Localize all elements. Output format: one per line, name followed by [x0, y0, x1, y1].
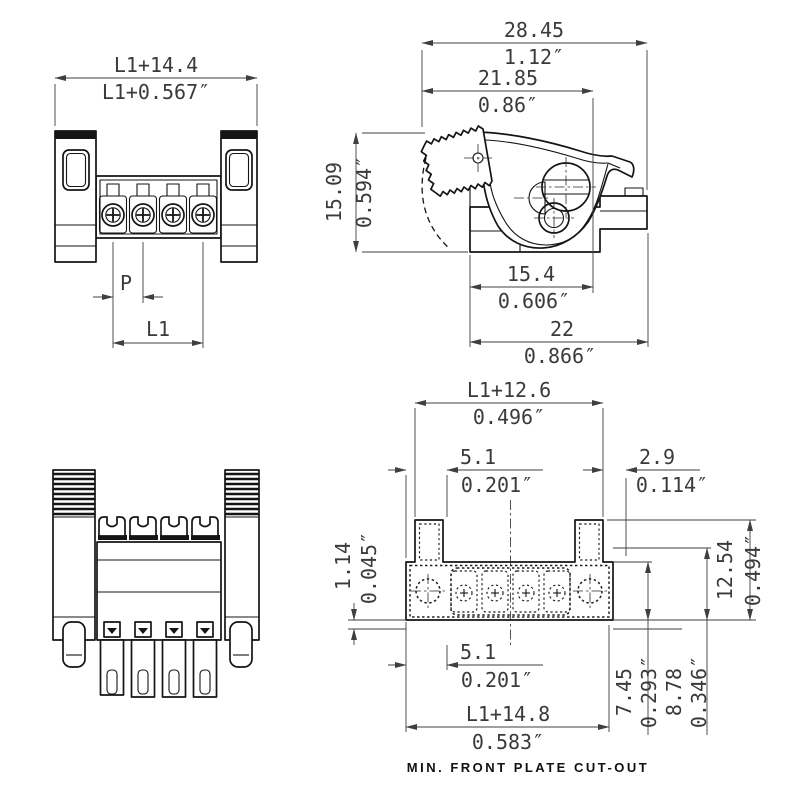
rear-right-latch [229, 621, 253, 668]
dim-cutout-offset: 1.14 0.045″ [331, 532, 381, 645]
front-pole-2 [128, 183, 158, 234]
cutout-view: L1+12.6 0.496″ 5.1 0.201″ 2.9 0.114″ 1.1… [331, 378, 765, 775]
side-screw-head [514, 157, 596, 217]
dim-side-overall-in: 1.12″ [504, 45, 564, 69]
rear-center-body [96, 516, 222, 698]
dim-front-length: L1 [112, 317, 204, 346]
dim-cutout-height-in: 0.494″ [741, 534, 765, 606]
cutout-outline [405, 519, 614, 621]
dim-front-length-label: L1 [146, 317, 170, 341]
front-pole-3 [158, 183, 188, 234]
dim-front-overall-mm: L1+14.4 [114, 53, 198, 77]
rear-left-knurl [53, 472, 95, 516]
dim-side-overall: 28.45 1.12″ [421, 18, 648, 190]
dim-side-height-in: 0.594″ [352, 156, 376, 228]
dim-side-depth-mm: 15.4 [507, 262, 555, 286]
side-lever [477, 131, 635, 249]
dim-side-height: 15.09 0.594″ [322, 132, 468, 253]
side-clamp-screw [534, 198, 574, 238]
side-lever-grip [420, 125, 493, 250]
dim-cutout-h1: 7.45 0.293″ [612, 561, 661, 735]
rear-contact-pads [98, 535, 220, 540]
dim-side-lever-in: 0.86″ [478, 93, 538, 117]
dim-cutout-h1-mm: 7.45 [612, 668, 636, 716]
dim-side-lever-mm: 21.85 [478, 66, 538, 90]
dim-front-overall-in: L1+0.567″ [102, 80, 210, 104]
dim-cutout-h2-in: 0.346″ [687, 656, 711, 728]
rear-contact-tops [98, 516, 219, 537]
dim-front-overall: L1+14.4 L1+0.567″ [54, 53, 258, 126]
dim-cutout-height: 12.54 0.494″ [607, 519, 765, 621]
dim-side-base: 22 0.866″ [469, 233, 649, 368]
dim-cutout-edge: 2.9 0.114″ [583, 445, 708, 556]
front-view: L1+14.4 L1+0.567″ P L1 [54, 53, 258, 348]
dim-cutout-width-mm: L1+12.6 [467, 378, 551, 402]
front-center-body [95, 175, 222, 239]
front-pole-1 [98, 183, 128, 234]
cutout-caption: MIN. FRONT PLATE CUT-OUT [407, 760, 649, 775]
dim-cutout-h2-mm: 8.78 [662, 668, 686, 716]
dim-cutout-notch-bottom: 5.1 0.201″ [388, 622, 543, 732]
side-lever-alt-position [421, 157, 451, 250]
dim-cutout-notch-top-in: 0.201″ [461, 473, 533, 497]
cutout-post-phantoms [411, 574, 607, 608]
dim-side-base-in: 0.866″ [524, 344, 596, 368]
cutout-pole-phantoms [450, 570, 571, 613]
cutout-plate-edge-lines [348, 619, 756, 630]
dim-cutout-h1-in: 0.293″ [637, 656, 661, 728]
side-lever-pivot [464, 144, 492, 172]
dim-cutout-h2: 8.78 0.346″ [613, 547, 711, 735]
dim-cutout-total-mm: L1+14.8 [466, 702, 550, 726]
dim-cutout-width-in: 0.496″ [473, 405, 545, 429]
rear-right-flange [224, 469, 260, 668]
rear-right-knurl [225, 472, 259, 516]
dim-cutout-height-mm: 12.54 [713, 540, 737, 600]
rear-left-latch [62, 621, 86, 668]
side-view: 28.45 1.12″ 21.85 0.86″ 15.09 0.594″ 15.… [322, 18, 649, 368]
dim-front-pitch: P [93, 242, 204, 348]
dim-cutout-notch-bottom-mm: 5.1 [460, 640, 496, 664]
dim-cutout-total: L1+14.8 0.583″ [405, 625, 610, 754]
dim-cutout-notch-top-mm: 5.1 [460, 445, 496, 469]
rear-pins [99, 639, 218, 698]
rear-latch-holes [103, 621, 214, 638]
dim-side-height-mm: 15.09 [322, 162, 346, 222]
dim-cutout-edge-in: 0.114″ [636, 473, 708, 497]
dim-side-overall-mm: 28.45 [504, 18, 564, 42]
dim-cutout-edge-mm: 2.9 [639, 445, 675, 469]
cutout-connector-phantom [409, 500, 610, 648]
rear-left-flange [52, 469, 96, 668]
front-left-flange [54, 130, 97, 263]
rear-view [52, 469, 260, 698]
dim-front-pitch-label: P [120, 271, 132, 295]
dim-side-base-mm: 22 [550, 317, 574, 341]
dim-cutout-offset-mm: 1.14 [331, 542, 355, 590]
dim-cutout-offset-in: 0.045″ [357, 532, 381, 604]
dim-cutout-notch-top: 5.1 0.201″ [388, 445, 543, 558]
dim-cutout-notch-bottom-in: 0.201″ [461, 668, 533, 692]
front-pole-4 [188, 183, 218, 234]
dim-side-depth: 15.4 0.606″ [469, 255, 594, 347]
dim-side-depth-in: 0.606″ [498, 289, 570, 313]
dim-side-lever: 21.85 0.86″ [421, 66, 594, 293]
dim-cutout-width: L1+12.6 0.496″ [414, 378, 604, 517]
front-right-flange [220, 130, 258, 263]
dim-cutout-total-in: 0.583″ [472, 730, 544, 754]
